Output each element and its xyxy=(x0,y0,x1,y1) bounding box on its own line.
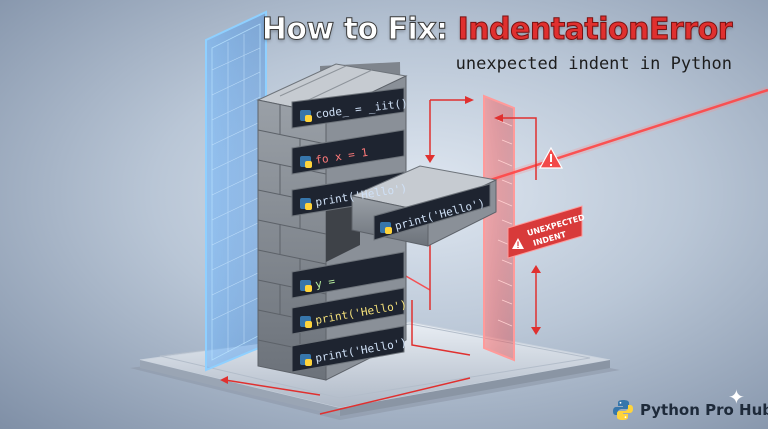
sparkle-icon: ✦ xyxy=(728,385,745,409)
arrow-heads xyxy=(220,96,541,384)
red-ruler xyxy=(483,94,515,362)
code-line-5: y = xyxy=(314,275,336,291)
python-logo-icon xyxy=(613,400,633,420)
code-panel-6 xyxy=(291,287,405,335)
page-title: How to Fix: IndentationError xyxy=(261,12,733,48)
title-prefix: How to Fix: xyxy=(261,12,458,48)
brand: Python Pro Hub xyxy=(612,399,768,421)
blue-ruler xyxy=(205,10,267,372)
badge-warning-icon xyxy=(512,238,524,249)
code-panel-5 xyxy=(291,251,405,299)
brand-name: Python Pro Hub xyxy=(640,401,768,419)
code-panels xyxy=(291,87,405,373)
python-icons xyxy=(300,110,392,366)
unexpected-indent-badge: UNEXPECTED INDENT xyxy=(507,205,586,259)
title-error-name: IndentationError xyxy=(457,12,733,48)
measurement-arrows xyxy=(224,99,537,415)
code-panel-7 xyxy=(291,325,405,373)
page-subtitle: unexpected indent in Python xyxy=(455,54,732,74)
code-panel-1 xyxy=(291,87,405,129)
code-panel-2 xyxy=(291,129,405,175)
warning-triangle-icon xyxy=(538,146,564,169)
displaced-block xyxy=(350,165,498,247)
